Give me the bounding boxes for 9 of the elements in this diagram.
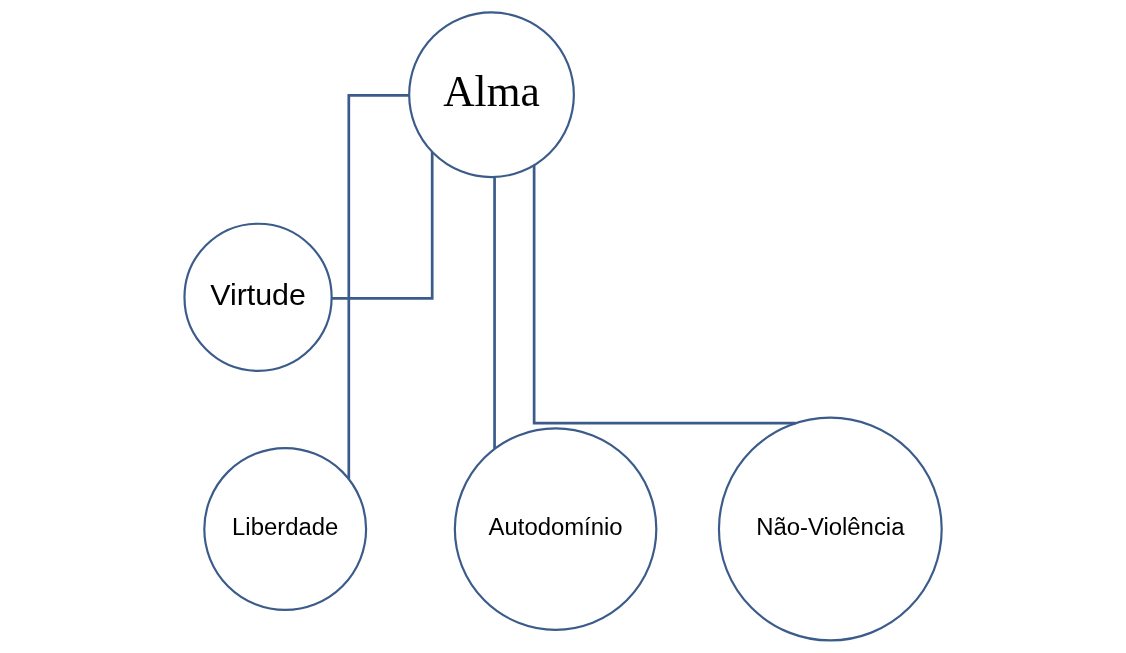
node-circle: Virtude [183, 222, 333, 372]
node-circle: Alma [408, 11, 575, 179]
node-circle: Autodomínio [453, 427, 658, 631]
connector [532, 165, 796, 425]
node-circle: Liberdade [203, 447, 368, 612]
connector [331, 152, 434, 300]
connector [347, 93, 410, 480]
connector [493, 176, 496, 450]
node-circle: Não-Violência [717, 416, 943, 642]
